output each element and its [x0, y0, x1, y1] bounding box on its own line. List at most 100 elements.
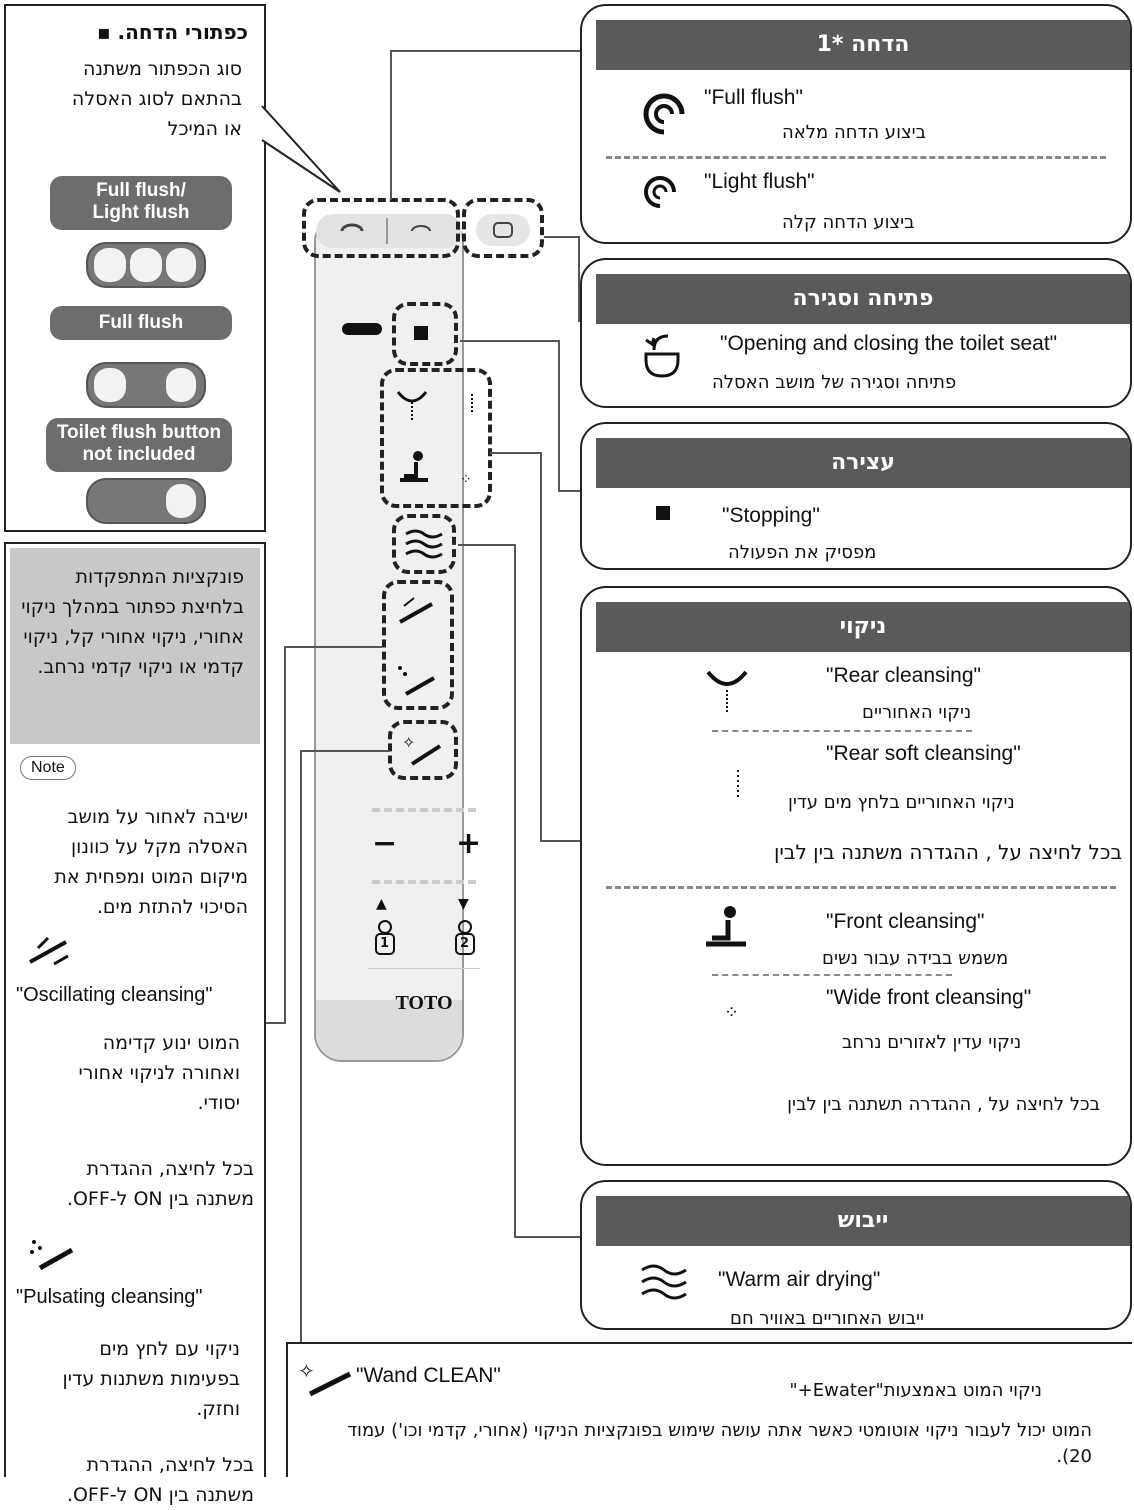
- front-cleansing-button[interactable]: [394, 448, 434, 492]
- connector-clean-h2: [540, 840, 580, 842]
- plus-button[interactable]: +: [456, 826, 482, 861]
- front-cleansing-symbol: [706, 906, 746, 947]
- stop-button[interactable]: [414, 326, 428, 340]
- user2-icon: [455, 920, 475, 955]
- stop-desc: מפסיק את הפעולה: [728, 542, 877, 563]
- connector-seat: [544, 236, 578, 238]
- cleansing-buttons-outline: [380, 368, 492, 508]
- connector-clean-v: [540, 452, 542, 842]
- flush-types-box: כפתורי הדחה. ▪ סוג הכפתור משתנה בהתאם לס…: [4, 4, 266, 532]
- seat-panel-header: פתיחה וסגירה: [596, 274, 1130, 324]
- note-text: ישיבה לאחור על מושב האסלה מקל על כוונון …: [54, 806, 248, 918]
- stop-button-outline: [392, 302, 458, 366]
- pulsating-icon: [30, 1240, 74, 1271]
- stop-symbol: [656, 506, 670, 520]
- light-flush-icon: [411, 225, 431, 232]
- rear-cleansing-button[interactable]: [392, 384, 432, 424]
- connector-clean: [490, 452, 542, 454]
- stop-panel-header: עצירה: [596, 438, 1130, 488]
- wide-front-icon: ⁘: [460, 472, 472, 488]
- pulsating-note: בכל לחיצה, ההגדרת משתנה בין ON ל-OFF.: [66, 1454, 254, 1506]
- drying-panel-header: ייבוש: [596, 1196, 1130, 1246]
- user2-button[interactable]: 2: [450, 918, 480, 958]
- gray-note-block: פונקציות המתפקדות בלחיצת כפתור במהלך ניק…: [10, 548, 260, 744]
- pulsating-label: "Pulsating cleansing": [16, 1286, 203, 1308]
- connector-func-v: [284, 646, 286, 1024]
- function-buttons-outline: [382, 580, 454, 710]
- flush-divider: [606, 156, 1106, 159]
- pulsating-desc: ניקוי עם לחץ מים בפעימות משתנות עדין וחז…: [62, 1338, 240, 1420]
- svg-text:⁘: ⁘: [724, 1002, 739, 1023]
- rear-soft-icon: [471, 394, 473, 414]
- warm-air-symbol: [641, 1264, 687, 1300]
- wand-clean-symbol: ✧: [298, 1359, 352, 1397]
- connector-dry-h2: [514, 1236, 582, 1238]
- connector-wand: [300, 750, 390, 752]
- connector-flush: [390, 50, 392, 200]
- cleansing-panel: ניקוי "Rear cleansing" ניקוי האחוריים "R…: [580, 586, 1132, 1166]
- wand-clean-panel: ✧ "Wand CLEAN" ניקוי המוט באמצעות"Ewater…: [286, 1342, 1132, 1477]
- position-down-button[interactable]: ▼: [458, 896, 469, 912]
- note-badge: Note: [20, 756, 76, 780]
- drying-button-outline: [392, 514, 456, 574]
- seat-open-close-button[interactable]: [476, 214, 530, 246]
- connector-seat-v: [578, 236, 580, 322]
- connector-flush-h: [390, 50, 580, 52]
- svg-text:✧: ✧: [298, 1359, 315, 1383]
- brand-logo: TOTO: [395, 992, 453, 1014]
- rear-soft-symbol: [737, 770, 739, 800]
- front-cleansing-desc: משמש בבידה עבור נשים: [822, 948, 1009, 969]
- wand-clean-body: המוט יכול לעבור ניקוי אוטומטי כאשר אתה ע…: [347, 1420, 1092, 1467]
- rear-soft-button[interactable]: [462, 392, 482, 416]
- connector-dry-v: [514, 544, 516, 698]
- wand-clean-button[interactable]: ✧: [398, 728, 446, 772]
- warm-air-icon: [405, 529, 443, 559]
- seat-panel: פתיחה וסגירה "Opening and closing the to…: [580, 258, 1132, 408]
- front-divider: [712, 974, 952, 976]
- full-flush-icon: [340, 223, 364, 232]
- wide-front-label: "Wide front cleansing": [826, 986, 1032, 1009]
- flush-types-title: כפתורי הדחה. ▪: [96, 20, 248, 44]
- full-flush-symbol: [643, 93, 685, 135]
- oscillating-note: בכל לחיצה, ההגדרת משתנה בין ON ל-OFF.: [66, 1158, 254, 1210]
- front-cleansing-icon: [400, 451, 428, 482]
- side-slider-mark: [342, 323, 382, 335]
- user1-button[interactable]: 1: [370, 918, 400, 958]
- pulsating-button[interactable]: [392, 660, 440, 700]
- position-up-button[interactable]: ▲: [376, 896, 387, 912]
- connector-stop: [460, 340, 560, 342]
- flush-buttons-outline: [302, 198, 460, 258]
- svg-text:✧: ✧: [402, 733, 415, 752]
- drying-label: "Warm air drying": [718, 1268, 881, 1291]
- label-none: Toilet flush button not included: [46, 418, 232, 472]
- button-strip-full: [86, 362, 206, 408]
- remote-bottom-shade: [316, 1000, 462, 1060]
- light-flush-desc: ביצוע הדחה קלה: [782, 212, 915, 233]
- sidebar-box: פונקציות המתפקדות בלחיצת כפתור במהלך ניק…: [4, 542, 266, 1506]
- connector-wand-v: [300, 750, 302, 1477]
- wide-front-button[interactable]: ⁘: [456, 468, 484, 492]
- light-flush-button[interactable]: [388, 218, 454, 244]
- full-flush-button[interactable]: [320, 218, 388, 244]
- level-bar-top: [372, 808, 476, 812]
- seat-icon: [493, 222, 513, 238]
- flush-panel: הדחה *1 "Full flush" ביצוע הדחה מלאה "Li…: [580, 4, 1132, 244]
- rear-toggle-note: בכל לחיצה על , ההגדרה משתנה בין לבין: [773, 840, 1122, 864]
- rear-soft-desc: ניקוי האחוריים בלחץ מים עדין: [788, 792, 1015, 813]
- oscillating-button[interactable]: [392, 594, 440, 630]
- full-flush-desc: ביצוע הדחה מלאה: [782, 122, 927, 143]
- front-toggle-note: בכל לחיצה על , ההגדרה תשתנה בין לבין: [787, 1094, 1100, 1115]
- user1-icon: [375, 920, 395, 955]
- wand-clean-icon: ✧: [402, 733, 442, 766]
- wand-clean-outline: [388, 720, 458, 780]
- drying-desc: ייבוש האחוריים באוויר חם: [730, 1308, 925, 1329]
- rear-cleansing-symbol: [706, 670, 748, 714]
- connector-func-h2: [266, 1022, 286, 1024]
- remote-body: [314, 214, 464, 1062]
- minus-button[interactable]: −: [372, 826, 398, 861]
- drying-button[interactable]: [400, 524, 448, 564]
- oscillating-button-icon: [399, 597, 433, 624]
- stop-panel: עצירה "Stopping" מפסיק את הפעולה: [580, 422, 1132, 570]
- callout-pointer: [261, 105, 341, 193]
- cleansing-divider: [606, 886, 1116, 889]
